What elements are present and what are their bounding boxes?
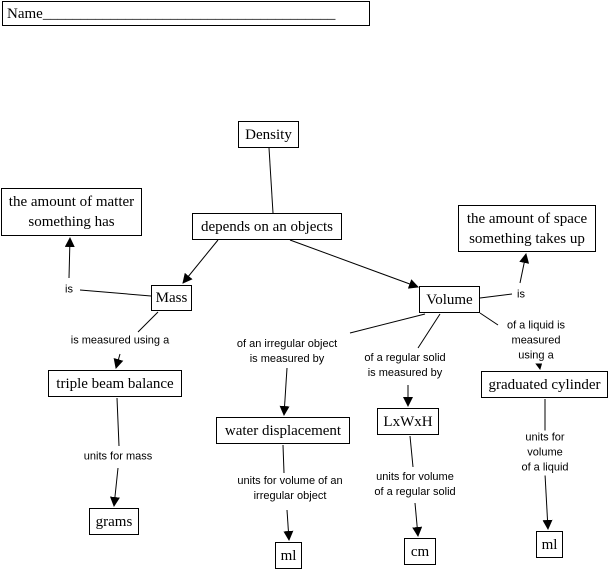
node-water-displacement: water displacement (216, 417, 350, 444)
node-density: Density (238, 121, 299, 148)
arrow-units-cm (412, 502, 423, 537)
node-mass: Mass (151, 285, 192, 311)
link-volume-regular (417, 313, 441, 349)
node-graduated-cylinder: graduated cylinder (481, 371, 608, 398)
node-cm: cm (404, 538, 436, 565)
arrow-is-space (519, 253, 530, 284)
arrow-units-grams (109, 467, 120, 507)
arrow-irregular-water (279, 367, 290, 416)
arrow-depends-mass (182, 239, 219, 284)
node-amount-of-matter: the amount of matter something has (1, 188, 142, 236)
node-triple-beam-balance: triple beam balance (48, 370, 182, 397)
arrow-is-matter (64, 237, 75, 279)
link-volume-is (479, 293, 513, 299)
link-mass-is (79, 289, 152, 297)
node-depends: depends on an objects (192, 213, 342, 240)
arrow-depends-volume (289, 239, 419, 289)
link-label-mass-is: is (64, 282, 74, 298)
link-label-liquid: of a liquid is measured using a (499, 318, 573, 364)
link-volume-irregular (349, 313, 426, 334)
link-water-units (282, 444, 285, 474)
link-label-measured-using: is measured using a (69, 333, 171, 349)
link-lxwxh-units (409, 435, 414, 468)
name-field: Name____________________________________… (2, 1, 370, 26)
link-label-regular: of a regular solid is measured by (363, 351, 447, 381)
node-amount-of-space: the amount of space something takes up (458, 205, 596, 252)
link-triple-units (116, 397, 120, 447)
link-mass-measured (137, 311, 159, 333)
link-label-units-regular: units for volume of a regular solid (373, 470, 457, 500)
link-label-units-liquid: units for volume of a liquid (512, 430, 578, 476)
arrow-units-ml1 (283, 509, 294, 541)
node-lxwxh: LxWxH (377, 408, 439, 435)
node-grams: grams (89, 508, 139, 535)
link-density-depends (268, 147, 274, 214)
node-ml-liquid: ml (536, 531, 563, 558)
arrow-units-ml2 (542, 473, 553, 530)
link-label-irregular: of an irregular object is measured by (235, 337, 339, 367)
node-volume: Volume (419, 286, 480, 313)
link-label-units-mass: units for mass (82, 449, 154, 465)
arrow-measured-triple (113, 353, 124, 369)
link-label-volume-is: is (516, 287, 526, 303)
node-ml-irregular: ml (275, 542, 302, 569)
link-volume-liquid (479, 312, 499, 326)
link-label-units-irregular: units for volume of an irregular object (236, 474, 344, 504)
